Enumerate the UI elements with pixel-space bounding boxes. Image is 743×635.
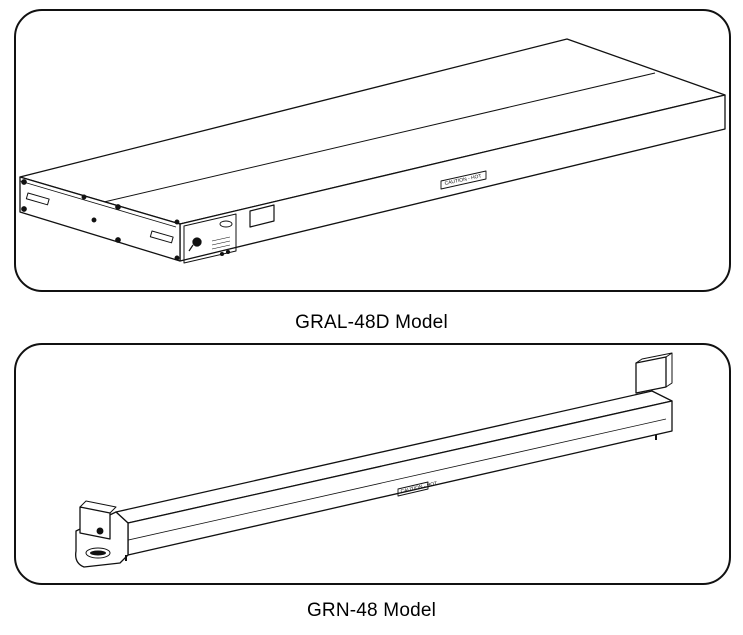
- top-seam-line: [103, 72, 656, 203]
- mount-bracket-right: [635, 356, 667, 394]
- heater-bar-front: [127, 400, 673, 556]
- mount-bracket-left: [79, 506, 111, 540]
- grn-48-illustration-frame: CAUTION - HOT: [14, 343, 731, 585]
- gral-48d-illustration-frame: CAUTION - HOT: [14, 9, 731, 292]
- heater-bar-top: [115, 390, 673, 524]
- display-window: [249, 204, 275, 228]
- figure-caption-gral-48d: GRAL-48D Model: [295, 312, 448, 333]
- end-slot-left: [25, 192, 50, 206]
- figure-caption-grn-48: GRN-48 Model: [306, 600, 437, 621]
- control-knob-icon: [192, 237, 202, 247]
- caution-label-box-1: [440, 170, 487, 190]
- caution-label-box-2: [397, 481, 429, 497]
- end-slot-right: [149, 230, 174, 244]
- control-plate: [183, 213, 237, 264]
- badge-logo-2: [85, 547, 111, 559]
- grn-48-drawing: CAUTION - HOT: [75, 352, 673, 568]
- gral-48d-drawing: CAUTION - HOT: [19, 38, 726, 264]
- badge-logo-1: [219, 220, 233, 228]
- heater-left-end: [19, 176, 181, 262]
